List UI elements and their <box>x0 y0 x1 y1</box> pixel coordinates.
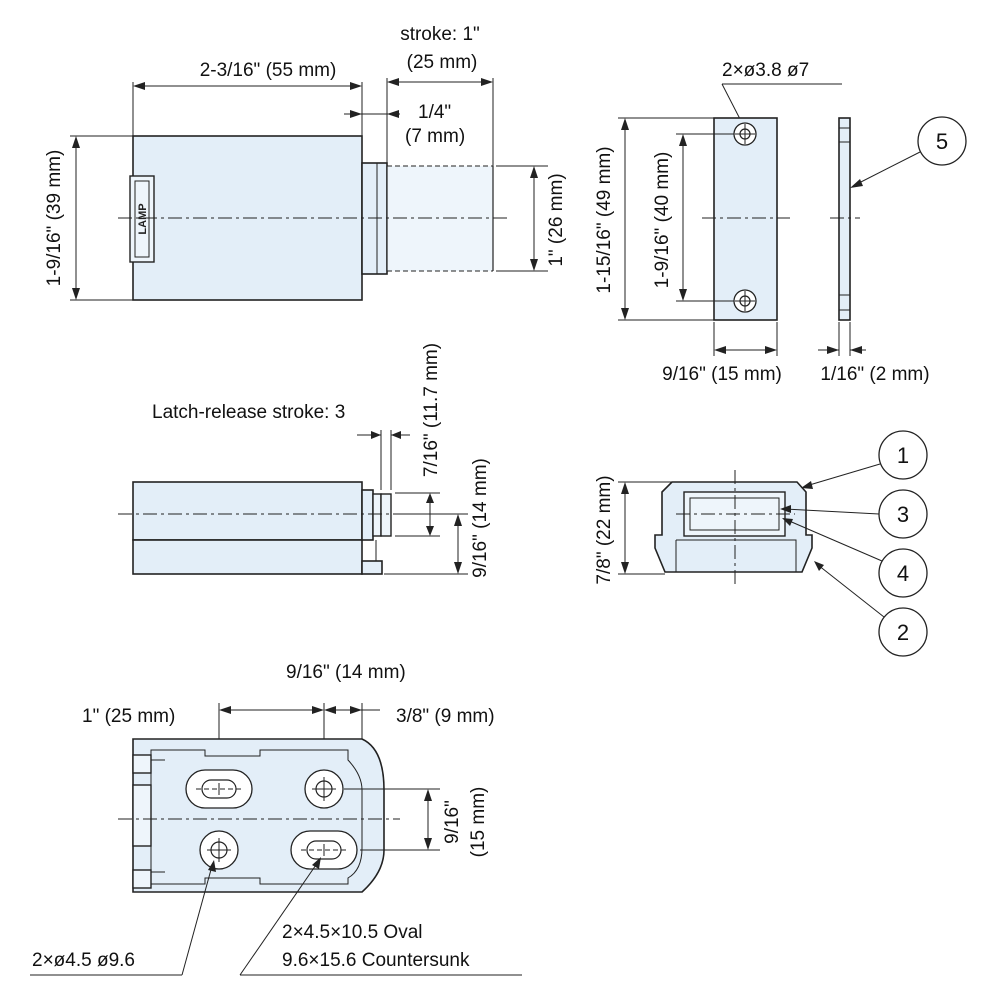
strike-width-label: 9/16" (15 mm) <box>662 364 782 385</box>
bottom-spacing-small-label: 9/16" (14 mm) <box>286 662 406 683</box>
bottom-spacing-x-label: 1" (25 mm) <box>82 706 175 727</box>
stroke-label-line1: stroke: 1" <box>400 24 480 45</box>
logo-text: LAMP <box>137 203 149 234</box>
top-height-label: 9/16" (14 mm) <box>470 458 491 578</box>
bottom-body <box>132 738 385 893</box>
side-width-label: 2-3/16" (55 mm) <box>200 60 337 81</box>
callout-4 <box>878 548 928 598</box>
callout-1 <box>878 430 928 480</box>
offset-label-line2: (7 mm) <box>405 126 465 147</box>
strike-plate <box>713 117 778 321</box>
bottom-spacing-y-line1: 9/16" <box>442 800 463 844</box>
strike-thickness-label: 1/16" (2 mm) <box>820 364 929 385</box>
callout-3-label: 3 <box>897 502 909 527</box>
bottom-spacing-y-line2: (15 mm) <box>468 787 489 858</box>
stroke-label-line2: (25 mm) <box>407 52 478 73</box>
top-view: Latch-release stroke: 3 7/16" (11.7 mm) … <box>118 343 491 578</box>
callout-5 <box>917 116 967 166</box>
side-height-label: 1-9/16" (39 mm) <box>44 150 65 287</box>
strike-height-label: 1-15/16" (49 mm) <box>594 146 615 293</box>
callout-5-label: 5 <box>936 129 948 154</box>
round-holes-label: 2×ø4.5 ø9.6 <box>32 950 135 971</box>
bottom-edge-label: 3/8" (9 mm) <box>396 706 495 727</box>
strike-view: 2×ø3.8 ø7 1-15/16" (49 mm) 1-9/16" (40 m… <box>594 60 967 385</box>
side-view: 2-3/16" (55 mm) stroke: 1" (25 mm) 1/4" … <box>44 24 567 301</box>
top-body-lower <box>132 539 363 575</box>
top-offset-label: 7/16" (11.7 mm) <box>421 343 442 477</box>
callout-4-label: 4 <box>897 561 909 586</box>
callout-2-label: 2 <box>897 620 909 645</box>
callout-2 <box>878 607 928 657</box>
offset-label-line1: 1/4" <box>418 102 451 123</box>
front-view: 7/8" (22 mm) 1 3 4 2 <box>594 430 928 657</box>
release-label: Latch-release stroke: 3 <box>152 402 345 423</box>
callout-1-label: 1 <box>897 443 909 468</box>
oval-holes-label-line2: 9.6×15.6 Countersunk <box>282 950 470 971</box>
front-height-label: 7/8" (22 mm) <box>594 475 615 584</box>
strike-side <box>838 117 851 321</box>
strike-holes-label: 2×ø3.8 ø7 <box>722 60 809 81</box>
oval-holes-label-line1: 2×4.5×10.5 Oval <box>282 922 423 943</box>
logo-plate <box>129 175 155 263</box>
strike-pitch-label: 1-9/16" (40 mm) <box>652 152 673 289</box>
plunger-dim-label: 1" (26 mm) <box>546 173 567 266</box>
bottom-view: 1" (25 mm) 9/16" (14 mm) 3/8" (9 mm) <box>30 662 522 976</box>
top-body-upper <box>132 481 363 541</box>
